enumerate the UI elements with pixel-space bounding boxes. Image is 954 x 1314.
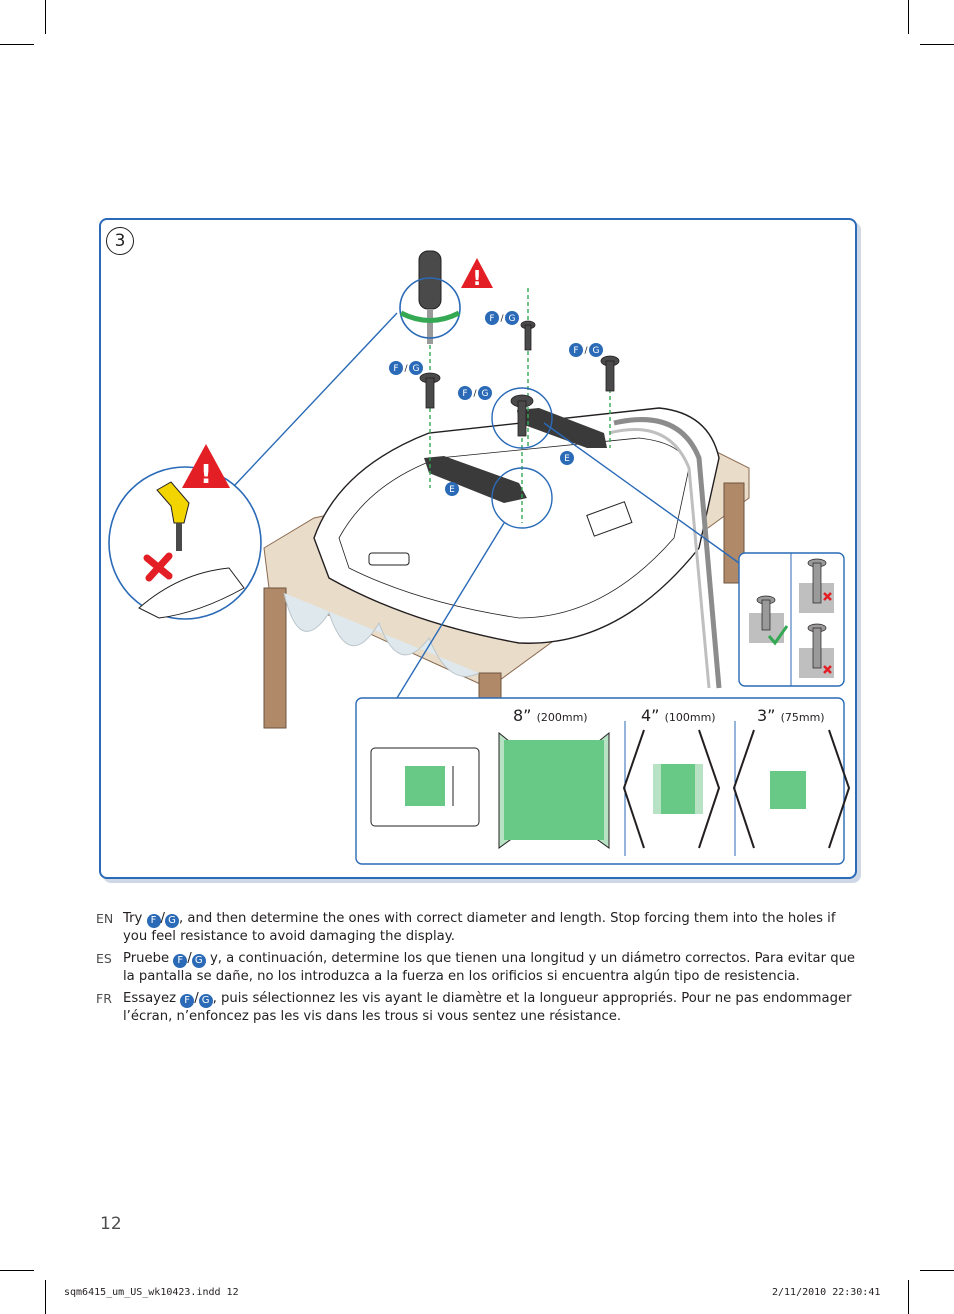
lang-code: EN — [96, 911, 114, 926]
svg-text:!: ! — [200, 460, 212, 490]
instruction-es: ES Pruebe F/G y, a continuación, determi… — [96, 951, 856, 984]
mounting-illustration: ! F / G F / G F / G F / G E E ! — [108, 250, 851, 865]
power-drill-inset — [108, 466, 262, 620]
screw-icon — [520, 320, 536, 351]
svg-text:G: G — [593, 346, 600, 356]
crop-mark — [920, 1270, 954, 1271]
callout-circle — [491, 467, 553, 529]
crop-mark — [920, 44, 954, 45]
screw-label-fg: F / G — [389, 361, 423, 375]
bracket-label-e: E — [445, 482, 459, 496]
lang-code: ES — [96, 951, 112, 966]
tv-back — [313, 407, 720, 644]
vesa-label-200: 8” (200mm) — [513, 706, 588, 725]
step-number: 3 — [106, 227, 134, 255]
screw-label-fg: F / G — [458, 386, 492, 400]
badge-f: F — [180, 994, 195, 1008]
warning-triangle-icon: ! — [461, 258, 493, 290]
cable — [613, 417, 722, 689]
stand-bracket-right — [517, 408, 607, 448]
svg-text:/: / — [500, 314, 504, 324]
svg-text:/: / — [473, 389, 477, 399]
cable — [608, 428, 711, 689]
svg-text:/: / — [584, 346, 588, 356]
vesa-size-inset — [355, 697, 851, 865]
crop-mark — [45, 1280, 46, 1314]
footer-file: sqm6415_um_US_wk10423.indd 12 — [64, 1287, 239, 1298]
screw-icon — [600, 355, 620, 392]
screwdriver-icon — [399, 250, 461, 344]
cross-mark-icon — [823, 665, 832, 674]
cross-mark-icon — [823, 592, 832, 601]
vesa-200 — [498, 731, 610, 849]
svg-text:G: G — [509, 314, 516, 324]
lang-code: FR — [96, 991, 112, 1006]
instruction-fr: FR Essayez F/G, puis sélectionnez les vi… — [96, 991, 852, 1024]
crop-mark — [908, 0, 909, 34]
cross-mark-icon — [143, 552, 173, 582]
vesa-label-100: 4” (100mm) — [641, 706, 716, 725]
badge-f: F — [173, 954, 188, 968]
check-mark-icon — [767, 625, 789, 646]
crop-mark — [45, 0, 46, 34]
svg-text:/: / — [404, 364, 408, 374]
callout-line — [233, 312, 398, 487]
screw-label-fg: F / G — [485, 311, 519, 325]
svg-text:F: F — [573, 346, 578, 356]
svg-text:E: E — [449, 485, 455, 495]
svg-text:F: F — [462, 389, 467, 399]
screw-icon — [419, 372, 441, 409]
screw-label-fg: F / G — [569, 343, 603, 357]
screw-icon — [510, 394, 534, 437]
badge-f: F — [146, 914, 161, 928]
warning-triangle-icon: ! — [182, 444, 230, 490]
stand-bracket-left — [424, 456, 527, 503]
screw-length-inset — [738, 552, 845, 687]
crop-mark — [908, 1280, 909, 1314]
bracket-label-e: E — [560, 451, 574, 465]
crop-mark — [0, 1270, 34, 1271]
svg-text:E: E — [564, 454, 570, 464]
page-number: 12 — [100, 1214, 122, 1234]
crop-mark — [0, 44, 34, 45]
vesa-100 — [622, 729, 721, 849]
svg-text:G: G — [482, 389, 489, 399]
svg-text:F: F — [489, 314, 494, 324]
badge-g: G — [191, 954, 206, 968]
instructions: EN Try F/G, and then determine the ones … — [96, 910, 856, 1030]
badge-g: G — [165, 914, 179, 928]
footer-date: 2/11/2010 22:30:41 — [772, 1287, 881, 1298]
callout-line — [396, 522, 505, 699]
svg-text:G: G — [413, 364, 420, 374]
svg-text:F: F — [393, 364, 398, 374]
callout-line — [543, 422, 740, 564]
instruction-en: EN Try F/G, and then determine the ones … — [96, 911, 836, 944]
vesa-label-75: 3” (75mm) — [757, 706, 825, 725]
svg-text:!: ! — [472, 266, 481, 290]
badge-g: G — [198, 994, 213, 1008]
vesa-75 — [732, 729, 851, 849]
callout-circle — [491, 387, 553, 449]
